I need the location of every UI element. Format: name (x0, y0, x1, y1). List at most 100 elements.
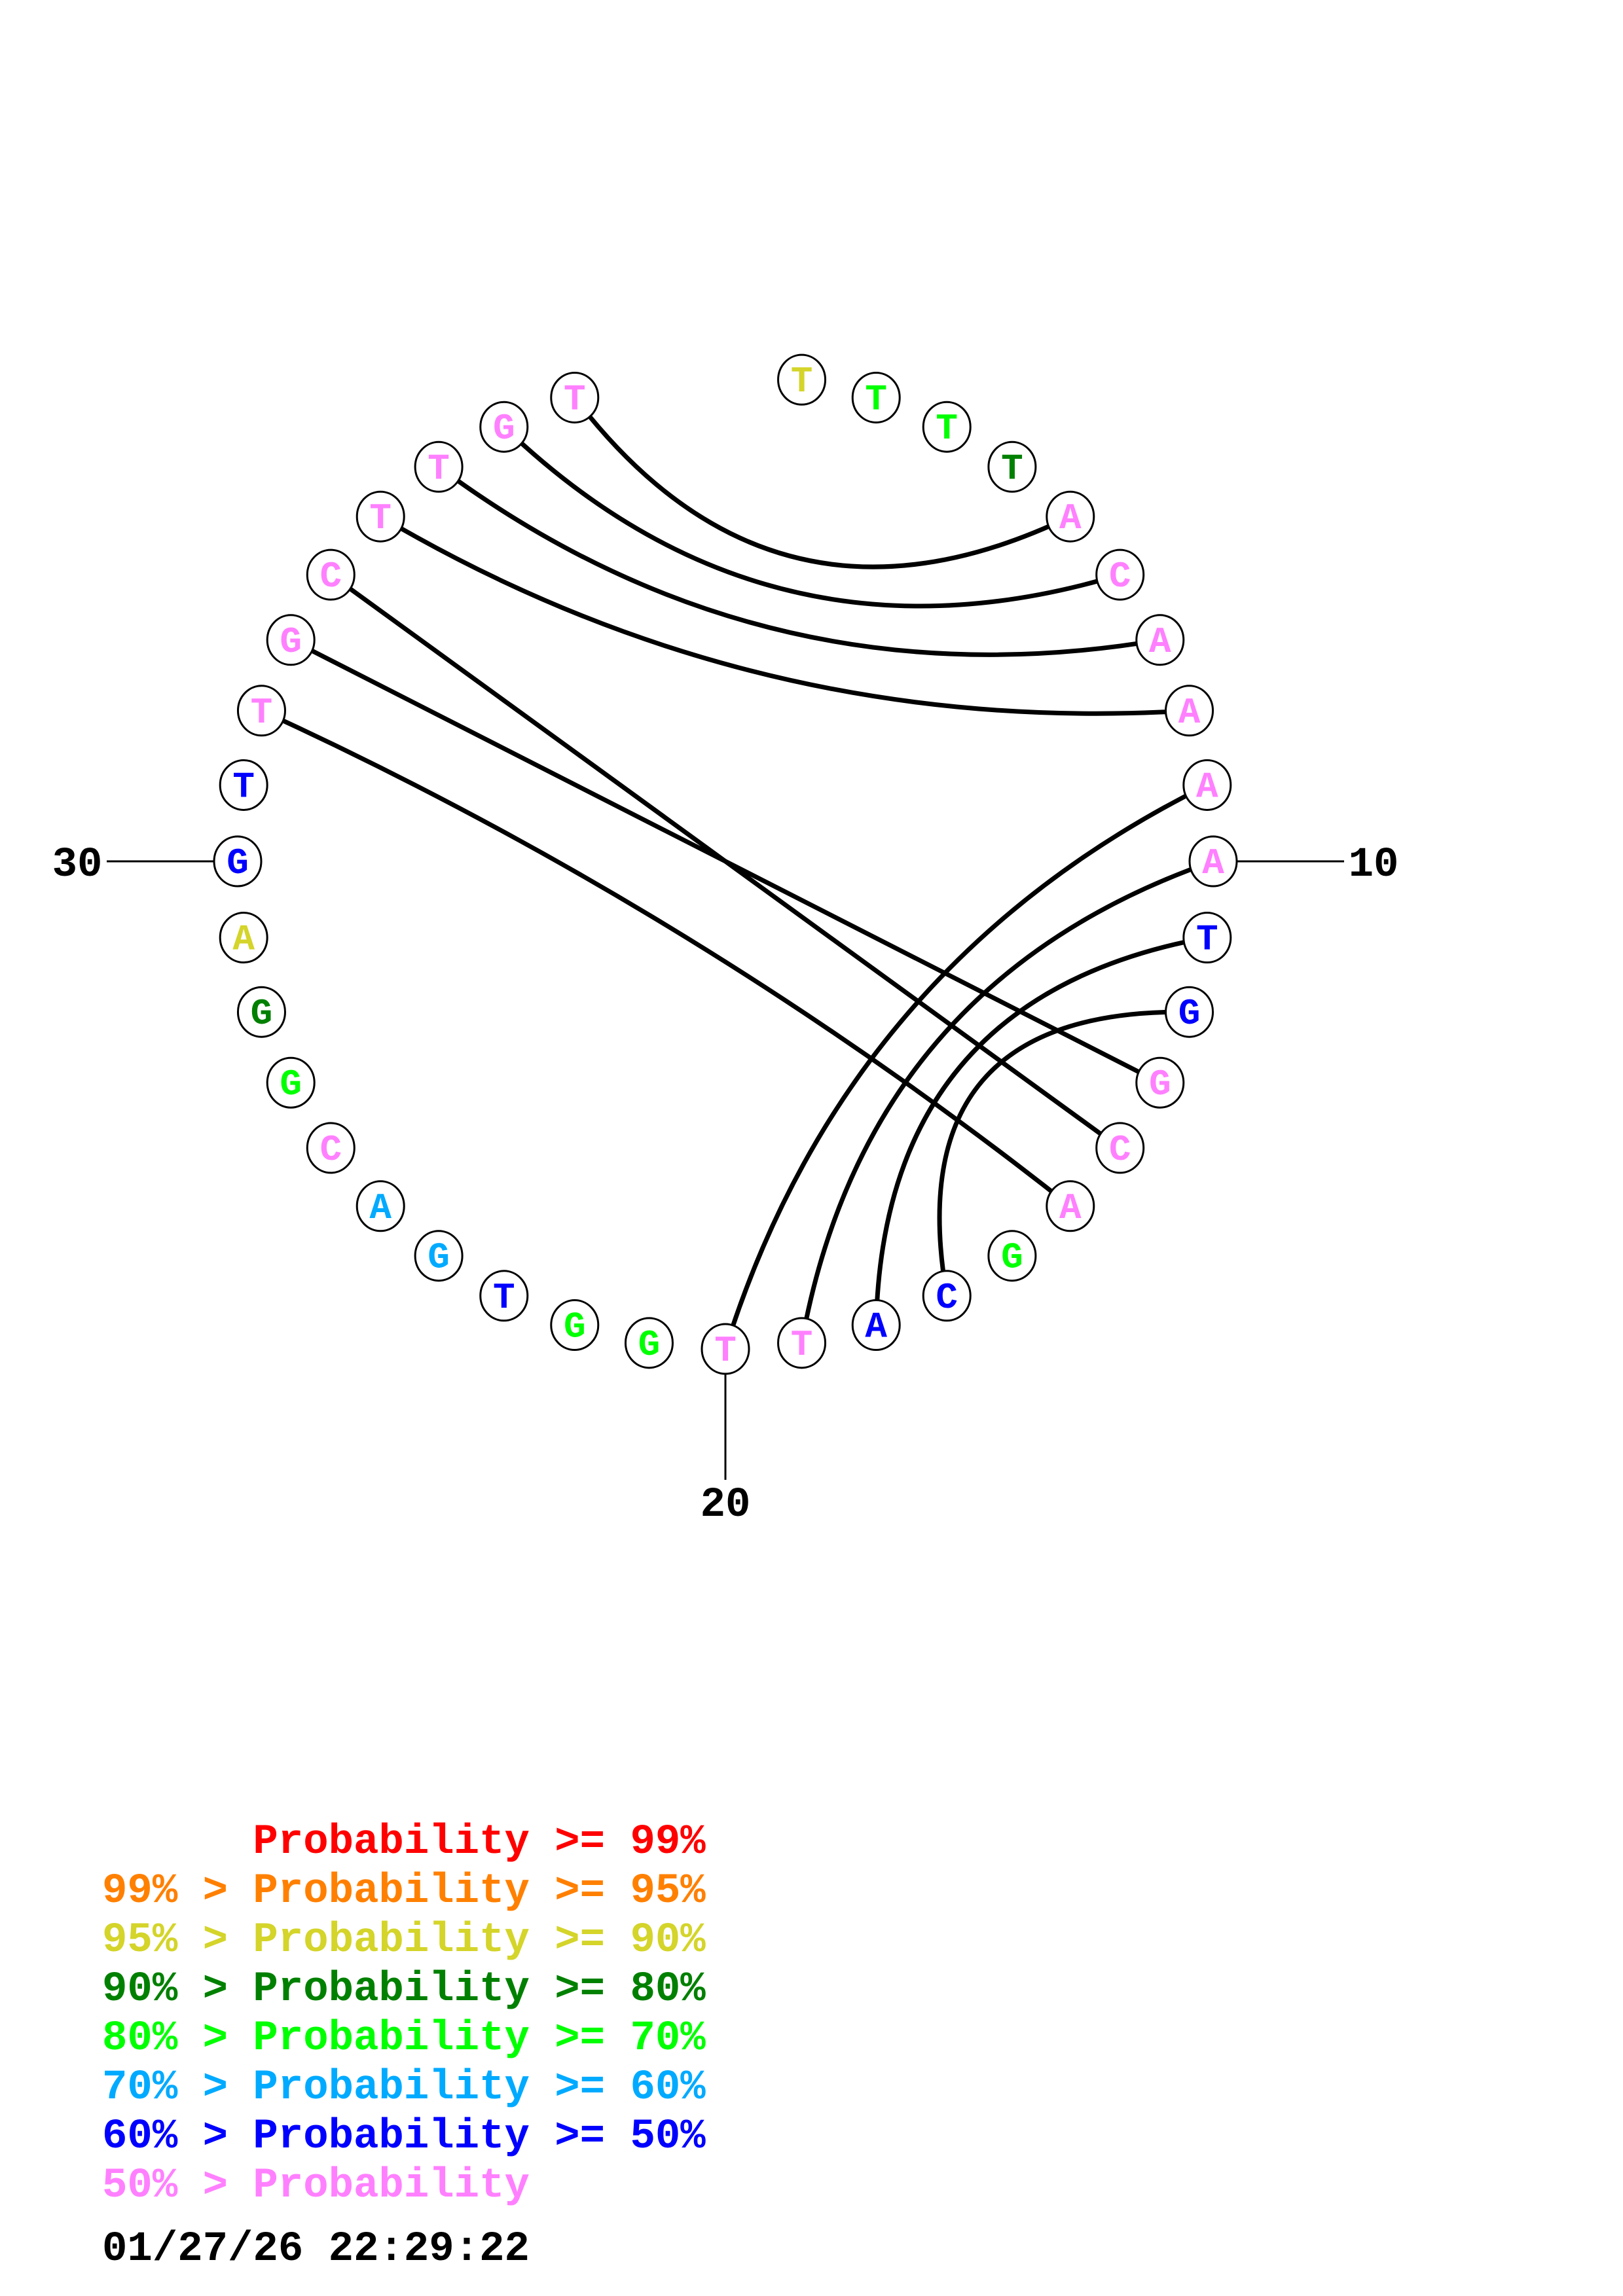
legend-text: Probability >= 70% (253, 2015, 706, 2062)
legend-entry: 50% > Probability (102, 2162, 530, 2210)
nucleotide-letter: C (319, 1129, 342, 1171)
nucleotide-6: C (1095, 548, 1145, 601)
nucleotide-circle (550, 1299, 600, 1352)
nucleotide-circle (356, 1180, 405, 1232)
nucleotide-7: A (1135, 614, 1185, 666)
base-pair-arc-38-5 (572, 396, 1072, 569)
nucleotide-letter: T (1001, 448, 1023, 490)
nucleotide-circle (851, 371, 901, 423)
nucleotide-37: G (479, 401, 529, 453)
nucleotide-letter: T (493, 1277, 515, 1319)
nucleotide-letter: T (428, 448, 450, 490)
nucleotide-letter: A (232, 919, 255, 961)
nucleotide-circle (550, 371, 600, 423)
nucleotide-8: A (1165, 685, 1214, 737)
nucleotide-circle (479, 401, 529, 453)
nucleotide-circle (356, 490, 405, 543)
legend-entry: Probability >= 99% (102, 1819, 706, 1866)
nucleotide-circle (1095, 548, 1145, 601)
legend-prefix: 99% > (102, 1868, 253, 1915)
nucleotide-letter: T (1196, 919, 1218, 961)
legend-prefix: 90% > (102, 1966, 253, 2013)
legend-prefix: 60% > (102, 2113, 253, 2161)
nucleotide-letter: T (564, 378, 586, 420)
nucleotide-14: C (1095, 1122, 1145, 1174)
nucleotide-2: T (851, 371, 901, 423)
nucleotide-20: T (701, 1323, 750, 1375)
nucleotide-letter: T (865, 378, 887, 420)
nucleotide-letter: A (369, 1187, 392, 1229)
nucleotide-circle (414, 1230, 464, 1282)
nucleotide-18: A (851, 1299, 901, 1352)
nucleotide-letter: C (319, 556, 342, 598)
nucleotide-letter: A (1196, 766, 1218, 808)
nucleotide-letter: T (936, 408, 958, 450)
nucleotide-circle (266, 614, 316, 666)
nucleotide-circle (306, 1122, 356, 1174)
nucleotide-circle (1095, 1122, 1145, 1174)
nucleotide-circle (987, 1230, 1037, 1282)
nucleotide-letter: C (1109, 1129, 1131, 1171)
legend-entry: 70% > Probability >= 60% (102, 2064, 706, 2111)
legend-entry: 99% > Probability >= 95% (102, 1868, 706, 1915)
nucleotide-circle (1182, 759, 1232, 811)
nucleotide-circle (851, 1299, 901, 1352)
nucleotide-27: G (266, 1056, 316, 1109)
position-label-10: 10 (1349, 842, 1399, 889)
legend-text: Probability >= 80% (253, 1966, 706, 2013)
base-pair-arc-35-8 (379, 514, 1190, 716)
legend-entry: 80% > Probability >= 70% (102, 2015, 706, 2062)
nucleotide-circle (479, 1270, 529, 1322)
nucleotide-35: T (356, 490, 405, 543)
nucleotide-31: T (219, 759, 268, 811)
nucleotide-circle (922, 1270, 972, 1322)
nucleotide-34: C (306, 548, 356, 601)
base-pair-arc-9-20 (723, 783, 1209, 1350)
nucleotide-letter: G (1001, 1237, 1023, 1279)
nucleotide-17: C (922, 1270, 972, 1322)
nucleotide-circle (1046, 1180, 1095, 1232)
nucleotide-letter: G (1149, 1064, 1171, 1105)
nucleotide-21: G (624, 1317, 674, 1369)
nucleotide-26: C (306, 1122, 356, 1174)
nucleotide-letter: G (251, 993, 273, 1035)
nucleotide-circle (414, 440, 464, 493)
nucleotide-circle (1188, 835, 1238, 888)
nucleotide-letter: C (1109, 556, 1131, 598)
timestamp: 01/27/26 22:29:22 (102, 2226, 530, 2273)
base-pair-arc-32-15 (261, 708, 1072, 1208)
nucleotide-letter: C (936, 1277, 958, 1319)
nucleotide-circle (1046, 490, 1095, 543)
nucleotide-circle (1165, 685, 1214, 737)
legend-text: Probability >= 60% (253, 2064, 706, 2111)
nucleotide-10: A (1188, 835, 1238, 888)
nucleotide-circle (987, 440, 1037, 493)
base-pair-arc-36-7 (437, 465, 1161, 657)
nucleotide-38: T (550, 371, 600, 423)
nucleotide-letter: T (714, 1330, 737, 1372)
base-pair-arc-37-6 (502, 425, 1121, 609)
nucleotide-circle (624, 1317, 674, 1369)
nucleotide-13: G (1135, 1056, 1185, 1109)
nucleotide-5: A (1046, 490, 1095, 543)
nucleotide-9: A (1182, 759, 1232, 811)
nucleotide-circle (306, 548, 356, 601)
nucleotide-circle (236, 986, 286, 1038)
legend-prefix: 70% > (102, 2064, 253, 2111)
legend-text: Probability >= 90% (253, 1917, 706, 1964)
nucleotide-30: G (213, 835, 263, 888)
legend-prefix: 50% > (102, 2162, 253, 2210)
legend-text: Probability >= 99% (253, 1819, 706, 1866)
nucleotide-15: A (1046, 1180, 1095, 1232)
nucleotide-letter: G (428, 1237, 450, 1279)
nucleotide-letter: T (791, 361, 813, 403)
nucleotide-circle (1135, 1056, 1185, 1109)
nucleotide-letter: T (232, 766, 255, 808)
nucleotide-letter: G (280, 621, 302, 663)
nucleotide-4: T (987, 440, 1037, 493)
nucleotide-letter: T (369, 497, 392, 539)
position-label-20: 20 (701, 1482, 751, 1529)
nucleotide-36: T (414, 440, 464, 493)
